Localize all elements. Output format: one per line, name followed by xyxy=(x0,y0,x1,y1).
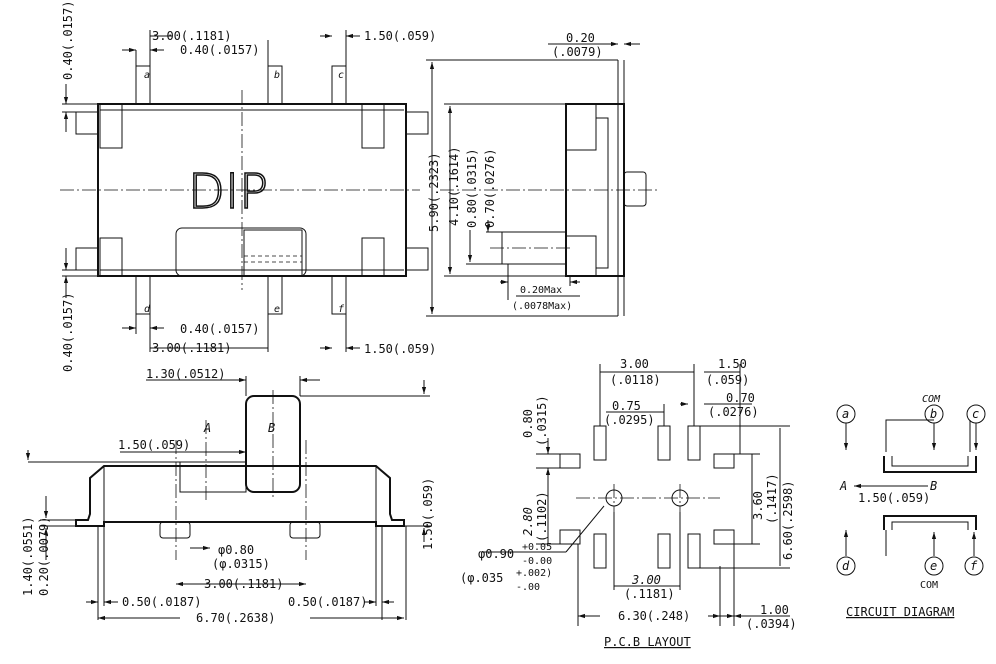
pcb-dim-080-bot: (.0315) xyxy=(535,395,549,446)
pcb-dim-080-top: 0.80 xyxy=(521,409,535,438)
pcb-dim-100-bot: (.0394) xyxy=(746,617,797,631)
dim-peg-top: φ0.80 xyxy=(218,543,254,557)
dim-pin-edge-bot: 1.50(.059) xyxy=(364,342,436,356)
pcb-dim-630: 6.30(.248) xyxy=(618,609,690,623)
pcb-dim-300b-top: 3.00 xyxy=(631,573,661,587)
pcb-dim-150-top: 1.50 xyxy=(718,357,747,371)
dim-thick-top: 0.20 xyxy=(566,31,595,45)
pcb-dim-hole-b-tol-bot: -.00 xyxy=(516,582,540,593)
dim-edge-left: 0.50(.0187) xyxy=(122,595,201,609)
dim-pin-len-bot: 0.40(.0157) xyxy=(61,293,75,372)
dim-side-body: 4.10(.1614) xyxy=(447,147,461,226)
pcb-dim-660: 6.60(.2598) xyxy=(781,481,795,560)
dim-front-left-2: 0.20(.0079) xyxy=(37,517,51,596)
circuit-dim-travel: 1.50(.059) xyxy=(858,491,930,505)
dim-act-width: 1.30(.0512) xyxy=(146,367,225,381)
pcb-dim-hole-a-tol-top: +0.05 xyxy=(522,542,552,553)
dim-side-a: 0.80(.0315) xyxy=(465,149,479,228)
pin-e: e xyxy=(274,304,280,315)
top-view: a b c d e f DIP 3.00(.1181) 0.40(.0157) … xyxy=(60,1,436,372)
pin-c: c xyxy=(338,70,344,81)
pcb-dim-075-top: 0.75 xyxy=(612,399,641,413)
pcb-dim-070-top: 0.70 xyxy=(726,391,755,405)
dim-pitch-top: 3.00(.1181) xyxy=(152,29,231,43)
dim-pitch-bot: 3.00(.1181) xyxy=(152,341,231,355)
front-label-b: B xyxy=(268,421,275,435)
dim-peg-bot: (φ.0315) xyxy=(212,557,270,571)
pcb-dim-300-bot: (.0118) xyxy=(610,373,661,387)
pcb-dim-280-top: 2.80 xyxy=(521,507,535,536)
pcb-dim-280-bot: (.1102) xyxy=(535,491,549,542)
pcb-dim-300-top: 3.00 xyxy=(620,357,649,371)
dim-front-height: 1.50(.059) xyxy=(421,478,435,550)
side-view: 0.20 (.0079) 5.90(.2323) 4.10(.1614) 0.8… xyxy=(426,31,660,317)
dip-mark: DIP xyxy=(188,164,268,220)
front-label-a: A xyxy=(203,421,211,435)
dim-pin-len-top: 0.40(.0157) xyxy=(61,1,75,80)
circuit-pin-e: e xyxy=(930,559,937,573)
front-view: A B 1.30(.0512) 1.50(.059) 1.50(.059) 1.… xyxy=(21,367,435,625)
dim-side-max-bot: (.0078Max) xyxy=(512,301,572,312)
circuit-pin-c: c xyxy=(972,407,979,421)
pcb-dim-360-top: 3.60 xyxy=(751,491,765,520)
circuit-pin-f: f xyxy=(970,559,978,573)
pcb-dim-hole-b-tol-top: +.002) xyxy=(516,568,552,579)
pcb-dim-070-bot: (.0276) xyxy=(708,405,759,419)
dim-side-width: 5.90(.2323) xyxy=(427,153,441,232)
dim-pin-w-bot: 0.40(.0157) xyxy=(180,322,259,336)
pcb-dim-075-bot: (.0295) xyxy=(604,413,655,427)
dim-front-total: 6.70(.2638) xyxy=(196,611,275,625)
pcb-title: P.C.B LAYOUT xyxy=(604,635,691,649)
dim-side-b: 0.70(.0276) xyxy=(483,149,497,228)
pcb-dim-hole-a-tol-bot: -0.00 xyxy=(522,556,552,567)
pin-f: f xyxy=(338,304,345,315)
circuit-diagram: a b c COM A B 1.50(.059) d e f COM CIRCU… xyxy=(836,394,986,619)
pin-d: d xyxy=(144,304,151,315)
dim-front-left-1: 1.40(.0551) xyxy=(21,517,35,596)
pin-b: b xyxy=(274,70,280,81)
pcb-dim-hole-b: (φ.035 xyxy=(460,571,503,585)
dim-pin-w-top: 0.40(.0157) xyxy=(180,43,259,57)
dim-pin-edge-top: 1.50(.059) xyxy=(364,29,436,43)
dim-side-max-top: 0.20Max xyxy=(520,285,562,296)
pcb-dim-hole-a: φ0.90 xyxy=(478,547,514,561)
dim-peg-pitch: 3.00(.1181) xyxy=(204,577,283,591)
circuit-label-a: A xyxy=(839,479,847,493)
circuit-com-bot: COM xyxy=(920,580,938,591)
pcb-dim-150-bot: (.059) xyxy=(706,373,749,387)
pcb-dim-300b-bot: (.1181) xyxy=(624,587,675,601)
pin-a: a xyxy=(144,70,150,81)
pcb-dim-360-bot: (.1417) xyxy=(765,473,779,524)
circuit-pin-a: a xyxy=(842,407,849,421)
circuit-com-top: COM xyxy=(922,394,941,405)
dim-edge-right: 0.50(.0187) xyxy=(288,595,367,609)
dim-front-travel: 1.50(.059) xyxy=(118,438,190,452)
circuit-pin-b: b xyxy=(930,407,937,421)
pcb-layout: 3.00 (.0118) 1.50 (.059) 0.75 (.0295) 0.… xyxy=(460,357,797,649)
circuit-label-b: B xyxy=(930,479,937,493)
circuit-title: CIRCUIT DIAGRAM xyxy=(846,605,954,619)
circuit-pin-d: d xyxy=(842,559,850,573)
pcb-dim-100-top: 1.00 xyxy=(760,603,789,617)
dim-thick-bot: (.0079) xyxy=(552,45,603,59)
